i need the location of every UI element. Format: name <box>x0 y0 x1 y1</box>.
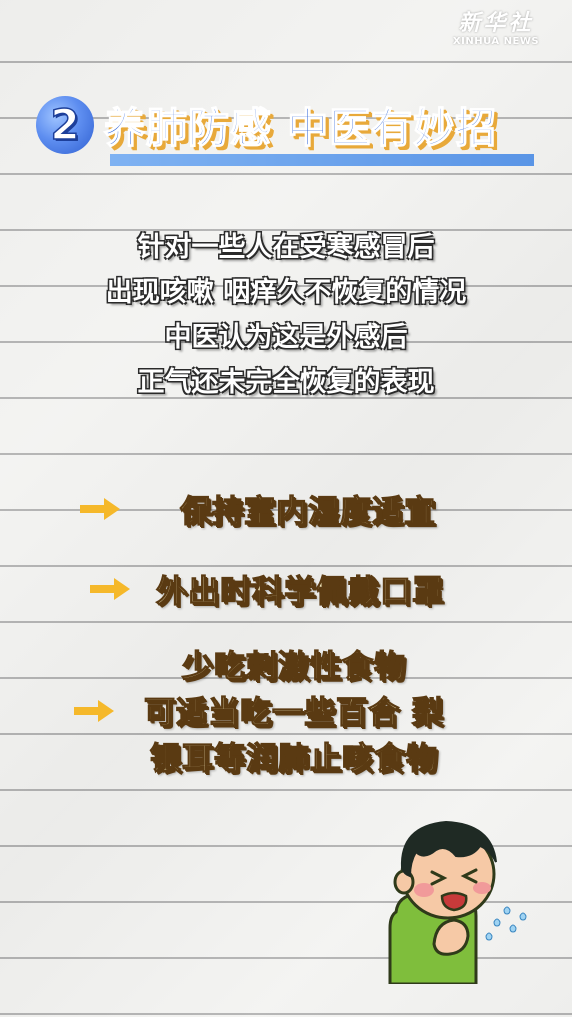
intro-line: 中医认为这是外感后 <box>164 322 408 353</box>
tip-diet-line: 可适当吃一些百合 梨 <box>143 694 444 731</box>
intro-line: 针对一些人在受寒感冒后 <box>137 232 435 263</box>
coughing-boy-illustration <box>388 820 527 984</box>
tip-diet-line: 银耳等润肺止咳食物 <box>149 740 438 777</box>
intro-text: 针对一些人在受寒感冒后 出现咳嗽 咽痒久不恢复的情况 中医认为这是外感后 正气还… <box>0 225 572 405</box>
tip-mask: 外出时科学佩戴口罩 <box>155 573 444 610</box>
tip-diet-line: 少吃刺激性食物 <box>181 648 406 685</box>
intro-line: 正气还未完全恢复的表现 <box>137 367 435 398</box>
section-title: 养肺防感 中医有妙招 <box>103 103 498 152</box>
section-number-badge: 2 <box>36 96 94 154</box>
arrow-right-icon <box>74 700 114 722</box>
logo-english: XINHUA NEWS <box>452 36 540 47</box>
tip-diet: 少吃刺激性食物 可适当吃一些百合 梨 银耳等润肺止咳食物 <box>143 644 444 782</box>
xinhua-logo: 新华社 XINHUA NEWS <box>446 12 546 48</box>
title-underline <box>110 154 534 166</box>
arrow-right-icon <box>90 578 130 600</box>
logo-chinese: 新华社 <box>458 11 534 36</box>
tip-humidity: 保持室内湿度适宜 <box>179 493 436 530</box>
intro-line: 出现咳嗽 咽痒久不恢复的情况 <box>105 277 467 308</box>
arrow-right-icon <box>80 498 120 520</box>
